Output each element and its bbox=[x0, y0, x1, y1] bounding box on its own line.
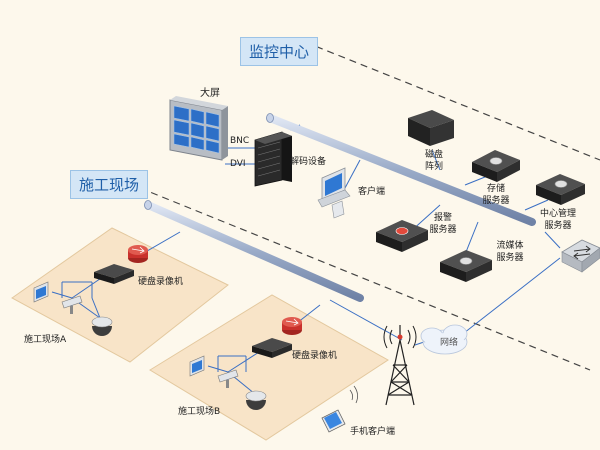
monitoring-backbone bbox=[266, 113, 536, 226]
mobile-phone-icon bbox=[321, 385, 358, 433]
storage-server-icon bbox=[472, 150, 520, 182]
construction-site-label: 施工现场 bbox=[70, 170, 149, 199]
cell-tower-icon bbox=[383, 325, 417, 406]
site-b-label: 施工现场B bbox=[178, 407, 221, 417]
site-zone-divider bbox=[139, 187, 591, 371]
site-backbone bbox=[144, 200, 364, 302]
site-a-dvr-icon bbox=[94, 264, 134, 284]
decoder-icon bbox=[254, 131, 292, 187]
site-b-area bbox=[149, 294, 389, 441]
site-a-router-icon bbox=[128, 245, 148, 263]
disk-array-label: 磁盘 阵列 bbox=[424, 150, 443, 172]
client-workstation-icon bbox=[317, 167, 351, 219]
network-label: 网络 bbox=[440, 338, 459, 348]
network-switch-icon bbox=[561, 239, 600, 273]
client-label: 客户端 bbox=[358, 187, 386, 197]
site-b-dome-camera-icon bbox=[245, 390, 267, 410]
site-b-router-icon bbox=[282, 317, 302, 335]
site-b-monitor-icon bbox=[189, 355, 205, 377]
site-a-label: 施工现场A bbox=[24, 335, 67, 345]
mobile-client-label: 手机客户端 bbox=[350, 427, 396, 437]
site-b-bullet-camera-icon bbox=[217, 369, 239, 388]
site-a-monitor-icon bbox=[33, 281, 49, 303]
monitoring-zone-divider bbox=[304, 41, 600, 161]
site-b-dvr-label: 硬盘录像机 bbox=[292, 351, 338, 361]
tower-beacon-icon bbox=[397, 334, 403, 340]
alarm-server-label: 报警 服务器 bbox=[429, 213, 457, 235]
site-a-dome-camera-icon bbox=[91, 316, 113, 336]
site-b-dvr-icon bbox=[252, 338, 292, 358]
site-a-dvr-label: 硬盘录像机 bbox=[138, 277, 184, 287]
central-management-server-label: 中心管理 服务器 bbox=[539, 209, 576, 231]
alarm-server-icon bbox=[376, 220, 428, 252]
streaming-server-icon bbox=[440, 250, 492, 282]
streaming-server-label: 流媒体 服务器 bbox=[496, 241, 524, 263]
bnc-label: BNC bbox=[230, 136, 250, 146]
central-management-server-icon bbox=[536, 174, 585, 205]
storage-server-label: 存储 服务器 bbox=[482, 184, 510, 206]
big-screen-label: 大屏 bbox=[200, 88, 220, 99]
site-a-area bbox=[11, 227, 229, 363]
video-wall-icon bbox=[169, 96, 228, 161]
monitoring-center-label: 监控中心 bbox=[240, 37, 319, 66]
disk-array-icon bbox=[408, 110, 454, 146]
dvi-label: DVI bbox=[230, 159, 246, 169]
site-a-bullet-camera-icon bbox=[61, 295, 83, 314]
decoder-label: 解码设备 bbox=[290, 157, 327, 167]
network-cloud-icon bbox=[420, 324, 468, 355]
